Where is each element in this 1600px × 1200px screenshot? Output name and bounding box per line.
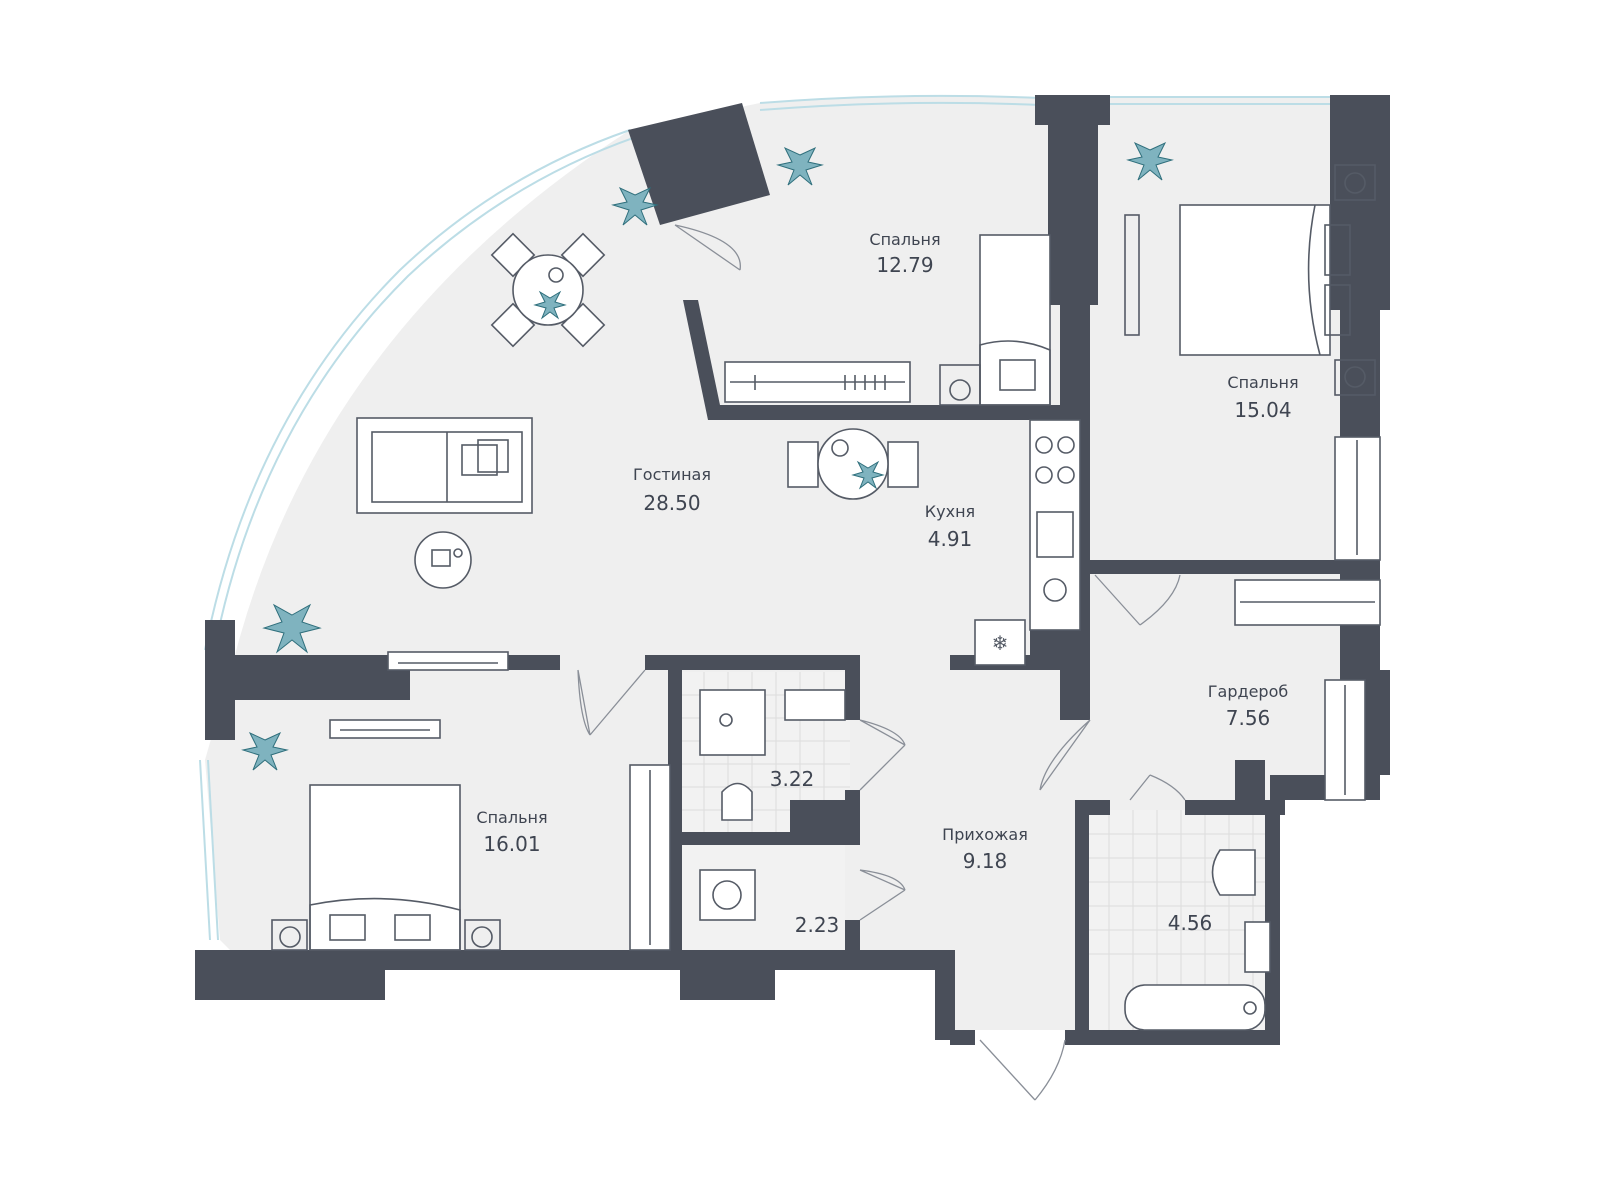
svg-text:7.56: 7.56: [1226, 706, 1271, 730]
svg-text:2.23: 2.23: [795, 913, 840, 937]
laundry-fixtures: [699, 869, 756, 921]
svg-text:16.01: 16.01: [483, 832, 540, 856]
room-label-hall: Прихожая 9.18: [942, 825, 1028, 873]
bed-icon-b: [1124, 164, 1376, 396]
bath-a-fixtures: [699, 689, 846, 821]
room-label-bedroom-c: Спальня 16.01: [476, 808, 547, 856]
sink-icon: [1036, 511, 1074, 558]
room-label-wardrobe: Гардероб 7.56: [1208, 682, 1288, 730]
bed-icon-c: [271, 784, 501, 951]
wardrobe-b: [1334, 436, 1381, 561]
svg-text:28.50: 28.50: [643, 491, 700, 515]
tv-stand: [329, 651, 509, 739]
svg-text:Спальня: Спальня: [869, 230, 940, 249]
svg-text:Гардероб: Гардероб: [1208, 682, 1288, 701]
room-label-bedroom-b: Спальня 15.04: [1227, 373, 1298, 422]
shower-icon: [699, 689, 766, 756]
toilet-icon: [721, 782, 753, 821]
wardrobe-a: [724, 361, 911, 403]
sink-icon-b: [1244, 921, 1271, 973]
room-label-bath-b: 4.56: [1168, 911, 1213, 935]
fridge: [974, 619, 1026, 666]
svg-text:3.22: 3.22: [770, 767, 815, 791]
svg-text:Прихожая: Прихожая: [942, 825, 1028, 844]
svg-text:Спальня: Спальня: [476, 808, 547, 827]
room-label-kitchen: Кухня 4.91: [925, 502, 975, 551]
svg-text:Кухня: Кухня: [925, 502, 975, 521]
kitchen-counter: ❄: [974, 419, 1081, 666]
room-label-bath-a: 3.22: [770, 767, 815, 791]
svg-text:9.18: 9.18: [963, 849, 1008, 873]
room-label-laundry: 2.23: [795, 913, 840, 937]
coffee-table: [414, 531, 472, 589]
svg-text:Спальня: Спальня: [1227, 373, 1298, 392]
washer-icon: [1043, 578, 1067, 602]
svg-text:Гостиная: Гостиная: [633, 465, 711, 484]
sink-icon-a: [784, 689, 846, 721]
room-label-living: Гостиная 28.50: [633, 465, 711, 515]
kitchen-table: [787, 428, 919, 500]
bed-icon: [939, 234, 1051, 406]
sofa-icon: [356, 417, 533, 514]
snowflake-icon: ❄: [992, 631, 1009, 655]
wardrobe-shelves: [1234, 579, 1381, 801]
svg-text:4.91: 4.91: [928, 527, 973, 551]
svg-text:4.56: 4.56: [1168, 911, 1213, 935]
toilet-icon-b: [1211, 849, 1256, 896]
bath-b-fixtures: [1124, 849, 1271, 1031]
windows: [199, 94, 1335, 941]
svg-text:15.04: 15.04: [1234, 398, 1291, 422]
plant-icon: [241, 141, 1174, 771]
table-icon: [490, 232, 606, 348]
bathtub-icon: [1124, 984, 1266, 1031]
wardrobe-c: [629, 764, 671, 951]
room-label-bedroom-a: Спальня 12.79: [869, 230, 940, 277]
doors: [577, 224, 1186, 1101]
svg-text:12.79: 12.79: [876, 253, 933, 277]
